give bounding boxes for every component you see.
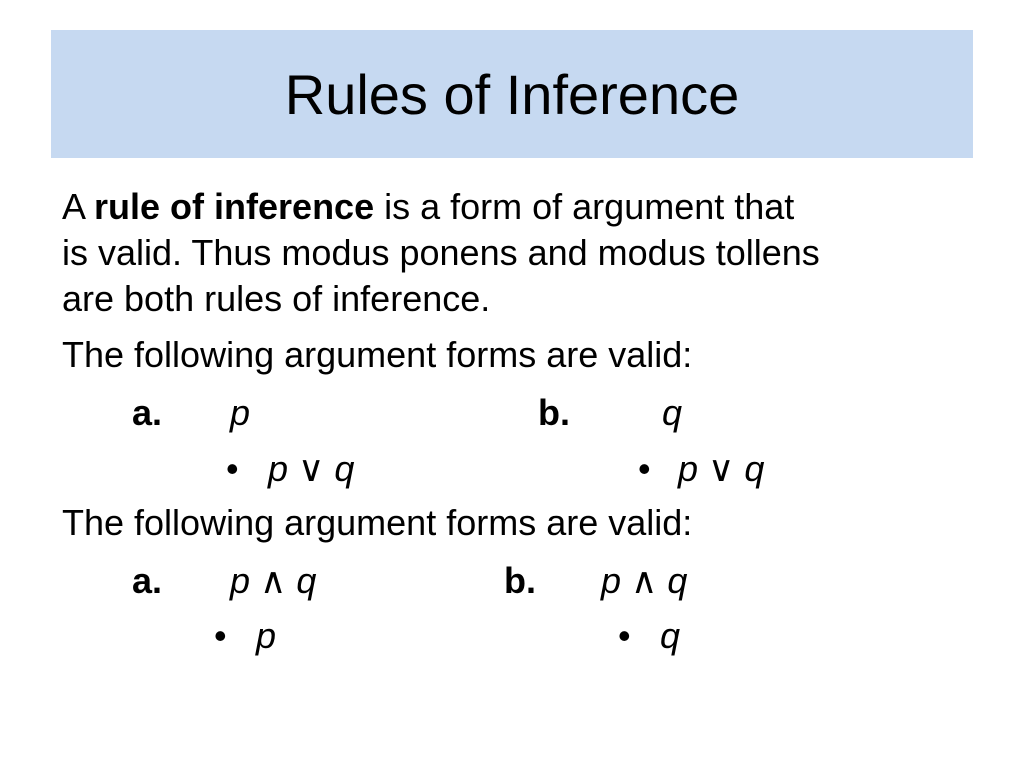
- section1-heading: The following argument forms are valid:: [62, 334, 693, 375]
- intro-term: rule of inference: [94, 186, 375, 227]
- section2-heading: The following argument forms are valid:: [62, 502, 693, 543]
- section1-b-bullet: •: [638, 448, 651, 489]
- section1-a-conclusion: p ∨ q: [268, 448, 355, 489]
- section2-b-premise: p ∧ q: [601, 560, 688, 601]
- title-banner: Rules of Inference: [51, 30, 973, 158]
- section2-b-label: b.: [504, 560, 536, 601]
- section1-b-label: b.: [538, 392, 570, 433]
- intro-prefix: A: [62, 186, 95, 227]
- section1-a-premise: p: [230, 392, 251, 433]
- section2-b-conclusion: q: [660, 615, 681, 656]
- section2-a-label: a.: [132, 560, 163, 601]
- section1-a-bullet: •: [226, 448, 239, 489]
- slide-title: Rules of Inference: [284, 62, 740, 126]
- section1-b-premise: q: [662, 392, 683, 433]
- section2-a-premise: p ∧ q: [230, 560, 317, 601]
- intro-paragraph: A rule of inference is a form of argumen…: [62, 184, 972, 322]
- section1-b-conclusion: p ∨ q: [678, 448, 765, 489]
- section1-a-label: a.: [132, 392, 163, 433]
- intro-line1-rest: is a form of argument that: [374, 186, 795, 227]
- section2-a-conclusion: p: [256, 615, 277, 656]
- section2-a-bullet: •: [214, 615, 227, 656]
- intro-line2: is valid. Thus modus ponens and modus to…: [62, 232, 820, 273]
- section2-b-bullet: •: [618, 615, 631, 656]
- intro-line3: are both rules of inference.: [62, 278, 491, 319]
